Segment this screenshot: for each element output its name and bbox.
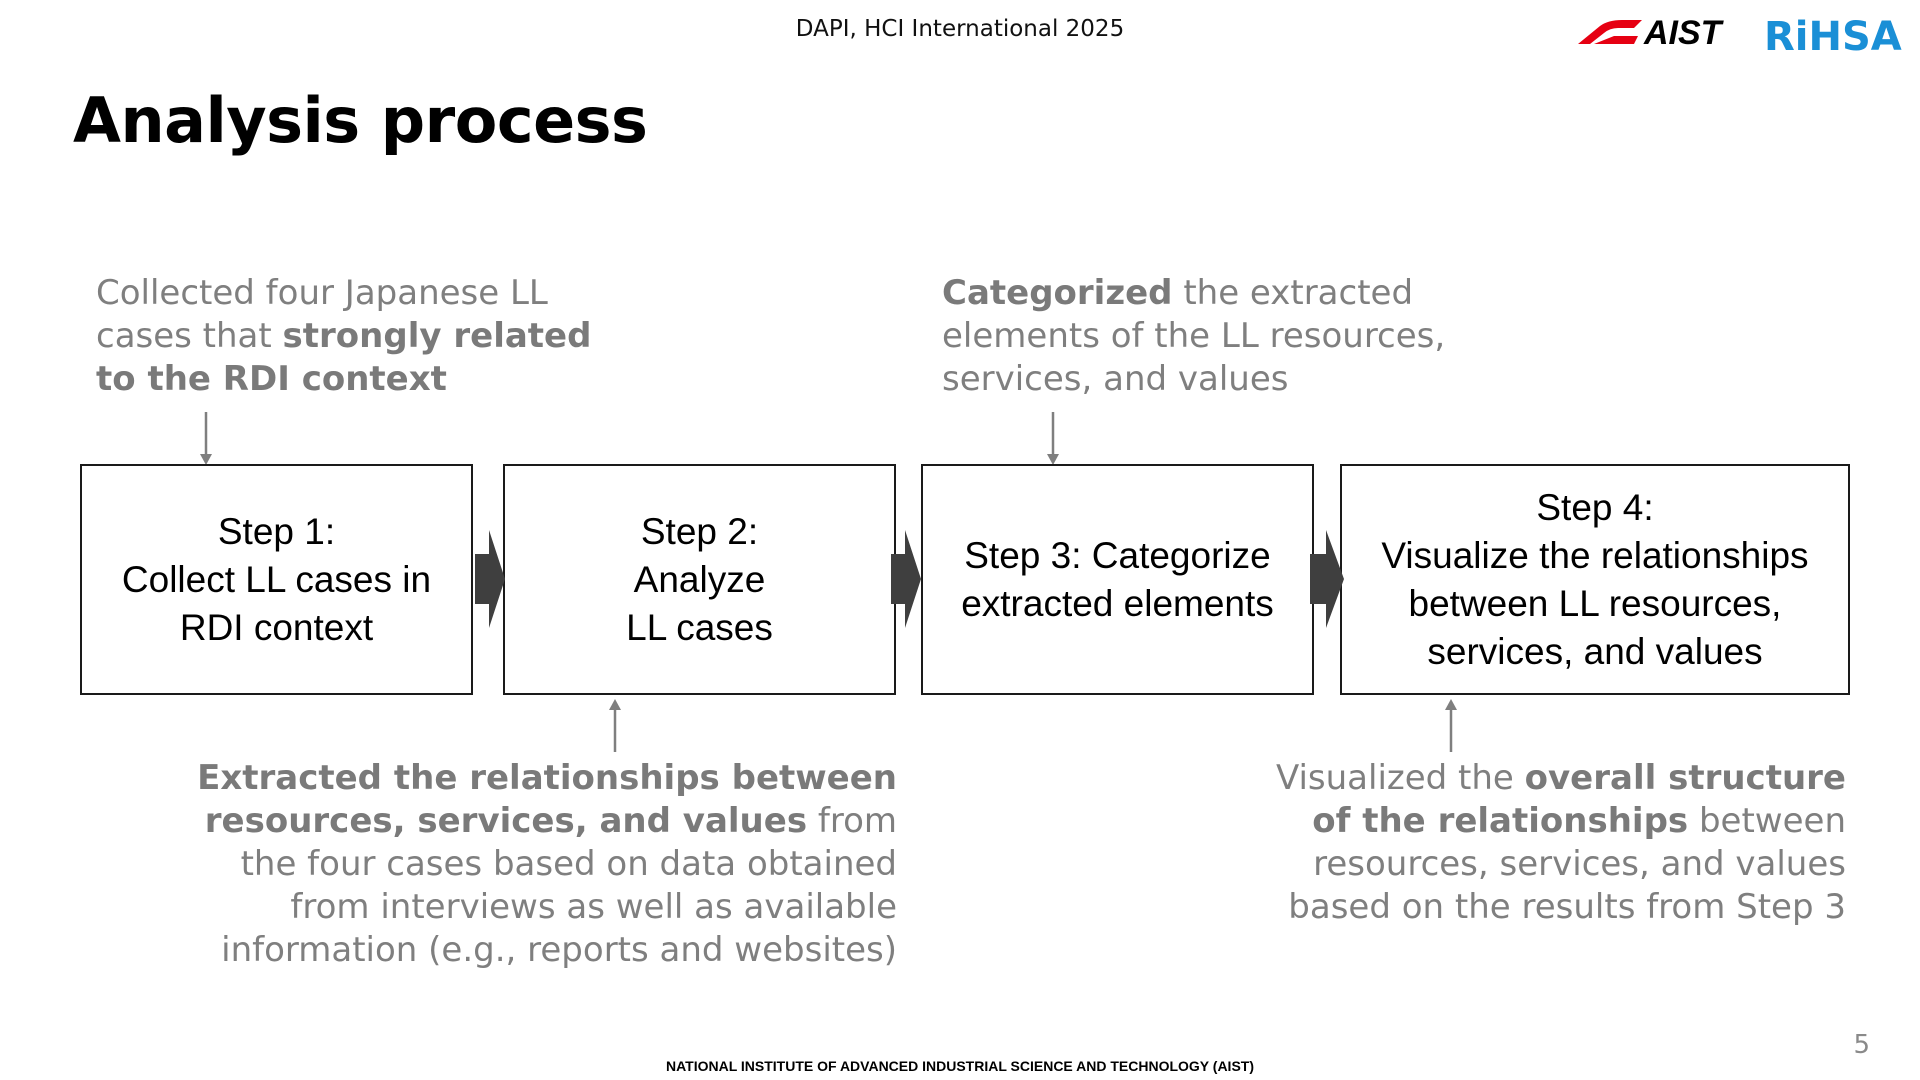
- note-step3: Categorized the extracted elements of th…: [942, 272, 1502, 401]
- step-line: extracted elements: [961, 582, 1274, 624]
- note-text: cases that: [96, 316, 283, 356]
- note-emphasis: of the relationships: [1312, 801, 1689, 841]
- svg-text:AIST: AIST: [1643, 14, 1725, 52]
- note-line: resources, services, and values: [1313, 844, 1846, 884]
- note-emphasis: resources, services, and values: [204, 801, 808, 841]
- note-line: services, and values: [942, 359, 1289, 399]
- step-line: Step 3: Categorize: [964, 534, 1271, 576]
- step-box-1: Step 1: Collect LL cases in RDI context: [80, 464, 473, 695]
- step-line: between LL resources,: [1408, 582, 1782, 624]
- note-line: Collected four Japanese LL: [96, 273, 548, 313]
- rihsa-logo: RiHSA: [1764, 14, 1902, 60]
- note-line: of the relationships between: [1220, 800, 1846, 843]
- note-text: between: [1688, 801, 1846, 841]
- note-step1: Collected four Japanese LL cases that st…: [96, 272, 616, 401]
- note-emphasis: strongly related: [282, 316, 592, 356]
- step-box-text: Step 2: Analyze LL cases: [626, 508, 773, 652]
- step-box-text: Step 1: Collect LL cases in RDI context: [122, 508, 431, 652]
- step-line: Step 2:: [640, 510, 759, 552]
- aist-logo: AIST: [1578, 14, 1725, 52]
- note-line: Categorized the extracted: [942, 272, 1502, 315]
- footer-organization: NATIONAL INSTITUTE OF ADVANCED INDUSTRIA…: [665, 1058, 1254, 1074]
- step-line: RDI context: [179, 606, 374, 648]
- pointer-arrow-step4: [1445, 699, 1457, 752]
- note-text: the extracted: [1172, 273, 1414, 313]
- note-emphasis: overall structure: [1524, 758, 1846, 798]
- pointer-arrow-step3: [1047, 412, 1059, 465]
- note-line: information (e.g., reports and websites): [221, 930, 897, 970]
- step-line: LL cases: [626, 606, 773, 648]
- note-line: Extracted the relationships between: [180, 757, 897, 800]
- note-emphasis: Categorized: [942, 273, 1173, 313]
- step-box-2: Step 2: Analyze LL cases: [503, 464, 896, 695]
- note-line: cases that strongly related: [96, 315, 616, 358]
- note-line: based on the results from Step 3: [1288, 887, 1846, 927]
- step-line: Analyze: [633, 558, 766, 600]
- conference-label: DAPI, HCI International 2025: [795, 16, 1125, 42]
- page-number: 5: [1853, 1030, 1870, 1060]
- step-line: Visualize the relationships: [1381, 534, 1809, 576]
- step-line: services, and values: [1427, 630, 1763, 672]
- chevron-arrow-3-4: [1310, 530, 1344, 628]
- chevron-arrow-1-2: [475, 530, 505, 628]
- step-box-4: Step 4: Visualize the relationships betw…: [1340, 464, 1850, 695]
- note-line: from interviews as well as available: [290, 887, 897, 927]
- note-line: elements of the LL resources,: [942, 316, 1446, 356]
- note-step4: Visualized the overall structure of the …: [1220, 757, 1846, 929]
- note-line: to the RDI context: [96, 358, 616, 401]
- step-line: Step 1:: [217, 510, 336, 552]
- note-emphasis: to the RDI context: [96, 359, 447, 399]
- note-line: Visualized the overall structure: [1220, 757, 1846, 800]
- note-step2: Extracted the relationships between reso…: [180, 757, 897, 972]
- logo-group: AIST RiHSA: [1578, 14, 1902, 60]
- note-emphasis: Extracted the relationships between: [197, 758, 897, 798]
- step-box-text: Step 3: Categorize extracted elements: [961, 532, 1274, 628]
- slide-title: Analysis process: [73, 84, 648, 157]
- pointer-arrow-step1: [200, 412, 212, 465]
- chevron-arrow-2-3: [891, 530, 921, 628]
- step-line: Collect LL cases in: [121, 558, 432, 600]
- note-line: resources, services, and values from: [180, 800, 897, 843]
- note-text: Visualized the: [1275, 758, 1525, 798]
- step-box-3: Step 3: Categorize extracted elements: [921, 464, 1314, 695]
- svg-text:RiHSA: RiHSA: [1764, 14, 1902, 60]
- note-text: from: [807, 801, 897, 841]
- note-line: the four cases based on data obtained: [240, 844, 897, 884]
- step-box-text: Step 4: Visualize the relationships betw…: [1381, 484, 1808, 676]
- step-line: Step 4:: [1536, 486, 1654, 528]
- pointer-arrow-step2: [609, 699, 621, 752]
